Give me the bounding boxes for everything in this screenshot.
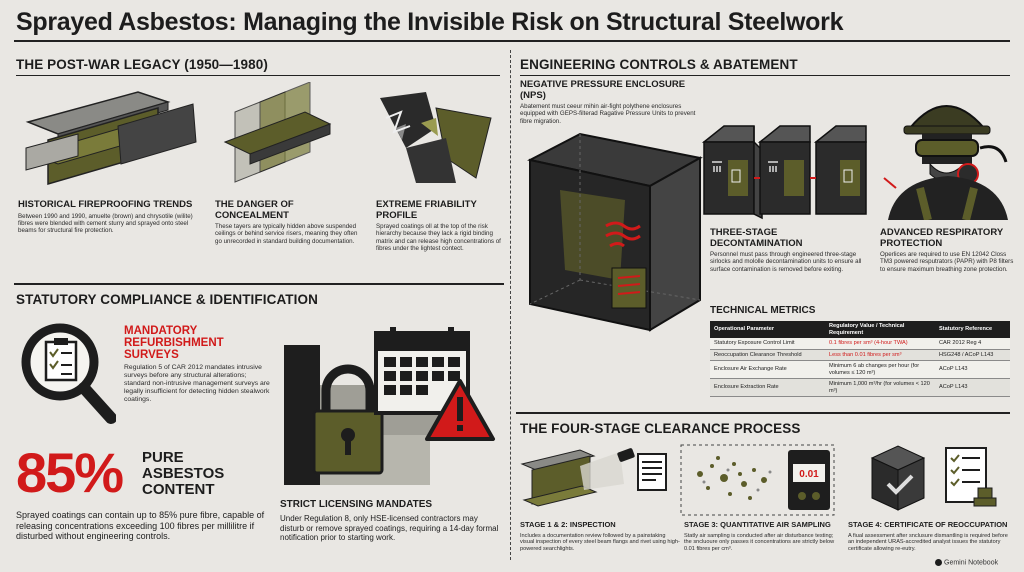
metrics-header-cell: Statutory Reference bbox=[935, 321, 1010, 338]
legacy-card-3: EXTREME FRIABILITY PROFILE Sprayed coati… bbox=[376, 199, 506, 253]
table-cell: Enclosure Air Exchange Rate bbox=[710, 360, 825, 379]
respirator-worker-illustration bbox=[883, 105, 1008, 220]
clearance-heading: THE FOUR-STAGE CLEARANCE PROCESS bbox=[520, 421, 801, 436]
resp-title: ADVANCED RESPIRATORY PROTECTION bbox=[880, 227, 1003, 249]
resp-block: ADVANCED RESPIRATORY PROTECTION Operlice… bbox=[880, 227, 1016, 273]
air-meter-reading: 0.01 bbox=[799, 469, 819, 480]
legacy-card-2: THE DANGER OF CONCEALMENT These tayers a… bbox=[215, 199, 365, 245]
decon-title: THREE-STAGE DECONTAMINATION bbox=[710, 227, 803, 249]
stage-text: Statly air sampling is conducted after a… bbox=[684, 532, 835, 553]
table-cell: HSG248 / ACoP L143 bbox=[935, 349, 1010, 361]
stage-text: A fiual assessment after snclusure disma… bbox=[848, 532, 1008, 553]
compliance-heading: STATUTORY COMPLIANCE & IDENTIFICATION bbox=[16, 292, 318, 307]
survey-block: MANDATORY REFURBISHMENT SURVEYS Regulati… bbox=[124, 325, 274, 404]
friability-illustration bbox=[380, 92, 492, 183]
section-divider bbox=[516, 412, 1010, 414]
table-row: Enclosure Air Exchange Rate Minimum 6 ab… bbox=[710, 360, 1010, 379]
table-cell: Enclosure Extraction Rate bbox=[710, 378, 825, 397]
brand-badge: Gemini Notebook bbox=[935, 559, 998, 566]
asbestos-percentage-text: Sprayed coatings can contain up to 85% p… bbox=[16, 510, 265, 541]
legacy-card-1: HISTORICAL FIREPROOFING TRENDS Between 1… bbox=[18, 199, 198, 235]
metrics-header-cell: Operational Parameter bbox=[710, 321, 825, 338]
table-row: Statutory Exposure Control Limit 0.1 fib… bbox=[710, 338, 1010, 350]
clearance-stage-3: STAGE 4: CERTIFICATE OF REOCCUPATION A f… bbox=[848, 520, 1014, 553]
engineering-heading: ENGINEERING CONTROLS & ABATEMENT bbox=[520, 57, 798, 72]
licensing-illustration bbox=[284, 327, 495, 485]
table-cell: Less than 0.01 fibres per sm³ bbox=[825, 349, 935, 361]
legacy-heading: THE POST-WAR LEGACY (1950—1980) bbox=[16, 57, 268, 72]
table-cell: 0.1 fibres per sm³ (4-hour TWA) bbox=[825, 338, 935, 350]
page-title: Sprayed Asbestos: Managing the Invisible… bbox=[16, 8, 844, 36]
asbestos-percentage-label: PURE ASBESTOS CONTENT bbox=[142, 449, 225, 498]
ceiling-void-illustration bbox=[223, 82, 332, 183]
table-cell: ACoP L143 bbox=[935, 378, 1010, 397]
stage-text: Includes a documentation review followed… bbox=[520, 532, 680, 553]
table-row: Reoccupation Clearance Threshold Less th… bbox=[710, 349, 1010, 361]
survey-title: MANDATORY REFURBISHMENT SURVEYS bbox=[124, 325, 224, 361]
title-divider bbox=[14, 40, 1010, 42]
decontamination-units-illustration bbox=[702, 125, 867, 220]
legacy-card-title: EXTREME FRIABILITY PROFILE bbox=[376, 199, 477, 221]
asbestos-percentage: 85% bbox=[16, 441, 124, 504]
inspection-illustration bbox=[520, 448, 667, 507]
clearance-stage-2: STAGE 3: QUANTITATIVE AIR SAMPLING Statl… bbox=[684, 520, 842, 553]
metrics-header-row: Operational Parameter Regulatory Value /… bbox=[710, 321, 1010, 338]
steel-beams-illustration bbox=[25, 91, 197, 185]
stage-title: STAGE 1 & 2: INSPECTION bbox=[520, 520, 616, 529]
magnifier-clipboard-icon bbox=[21, 323, 116, 424]
table-cell: ACoP L143 bbox=[935, 360, 1010, 379]
brand-label: Gemini Notebook bbox=[944, 559, 999, 567]
nps-block: NEGATIVE PRESSURE ENCLOSURE (NPS) Abatem… bbox=[520, 79, 705, 125]
table-row: Enclosure Extraction Rate Minimum 1,000 … bbox=[710, 378, 1010, 397]
nps-title: NEGATIVE PRESSURE ENCLOSURE (NPS) bbox=[520, 79, 686, 101]
negative-pressure-enclosure-illustration bbox=[527, 132, 703, 332]
legacy-heading-rule bbox=[16, 75, 500, 76]
stage-title: STAGE 3: QUANTITATIVE AIR SAMPLING bbox=[684, 520, 831, 529]
decon-text: Personnel must pass through engineered t… bbox=[710, 251, 862, 273]
engineering-heading-rule bbox=[520, 75, 1010, 76]
table-cell: Statutory Exposure Control Limit bbox=[710, 338, 825, 350]
legacy-card-title: THE DANGER OF CONCEALMENT bbox=[215, 199, 294, 221]
metrics-heading: TECHNICAL METRICS bbox=[710, 305, 816, 316]
licensing-text: Under Regulation 8, only HSE-licensed co… bbox=[280, 514, 499, 542]
table-cell: Reoccupation Clearance Threshold bbox=[710, 349, 825, 361]
table-cell: Minimum 6 ab changes per hour (for volum… bbox=[825, 360, 935, 379]
legacy-card-text: Between 1990 and 1990, amuelte (brown) a… bbox=[18, 212, 193, 235]
nps-text: Abatement must ceeur mihin air-fight pol… bbox=[520, 103, 696, 125]
legacy-card-text: These tayers are typically hidden above … bbox=[215, 223, 358, 245]
air-sampling-illustration: 0.01 bbox=[680, 444, 835, 516]
legacy-card-title: HISTORICAL FIREPROOFING TRENDS bbox=[18, 199, 193, 210]
metrics-table: Operational Parameter Regulatory Value /… bbox=[710, 321, 1010, 397]
sparkle-icon bbox=[935, 559, 942, 566]
survey-text: Regulation 5 of CAR 2012 mandates intrus… bbox=[124, 364, 270, 403]
stage-title: STAGE 4: CERTIFICATE OF REOCCUPATION bbox=[848, 520, 1008, 529]
table-cell: CAR 2012 Reg 4 bbox=[935, 338, 1010, 350]
metrics-header-cell: Regulatory Value / Technical Requirement bbox=[825, 321, 935, 338]
certificate-illustration bbox=[870, 445, 997, 511]
column-divider bbox=[510, 50, 511, 560]
licensing-title: STRICT LICENSING MANDATES bbox=[280, 499, 433, 510]
table-cell: Minimum 1,000 m³/hr (for volumes < 120 m… bbox=[825, 378, 935, 397]
clearance-stage-1: STAGE 1 & 2: INSPECTION Includes a docum… bbox=[520, 520, 680, 553]
decon-block: THREE-STAGE DECONTAMINATION Personnel mu… bbox=[710, 227, 870, 273]
resp-text: Operlices are required to use EN 12042 C… bbox=[880, 251, 1014, 273]
legacy-card-text: Sprayed coatings oll at the top of the r… bbox=[376, 223, 501, 253]
section-divider bbox=[14, 283, 504, 285]
